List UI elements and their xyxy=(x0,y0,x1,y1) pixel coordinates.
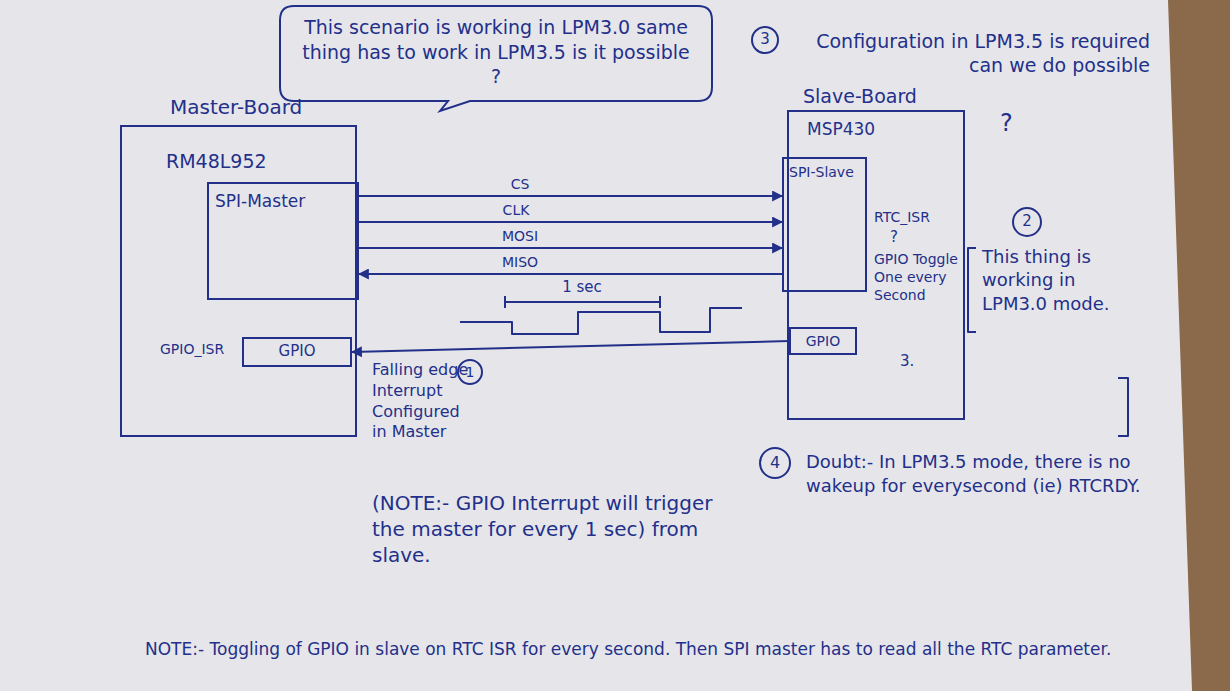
block-label: GPIO xyxy=(806,332,840,350)
signal-line xyxy=(359,221,782,223)
signal-name: MOSI xyxy=(502,227,538,245)
callout-circle xyxy=(1013,208,1041,236)
note-text: NOTE:- Toggling of GPIO in slave on RTC … xyxy=(145,638,1160,660)
gpio-block: GPIO xyxy=(242,337,352,367)
isr-label: GPIO_ISR xyxy=(160,340,224,358)
bracket xyxy=(1118,378,1128,436)
block-label: This scenario is working in LPM3.0 same … xyxy=(296,15,696,89)
note-text: GPIO Toggle One every Second xyxy=(874,250,958,305)
bracket xyxy=(968,248,976,332)
signal-line xyxy=(352,341,789,352)
dimension-label: 1 sec xyxy=(562,278,602,298)
block-label: SPI-Master xyxy=(215,190,305,212)
gpio-block: GPIO xyxy=(789,327,857,355)
master-board: SPI-MasterGPIOMaster-BoardRM48L952 xyxy=(120,125,357,437)
note-text: Falling edge Interrupt Configured in Mas… xyxy=(372,360,477,443)
signal-line xyxy=(359,247,782,249)
note-text: Doubt:- In LPM3.5 mode, there is no wake… xyxy=(806,450,1151,499)
callout-number: 4 xyxy=(770,453,780,474)
signal-name: CS xyxy=(511,175,530,193)
dimension-line xyxy=(505,296,660,308)
callout-number: 3. xyxy=(900,352,914,372)
callout-number: 2 xyxy=(1022,212,1032,232)
question-mark: ? xyxy=(890,228,898,248)
spi-master-block: SPI-Master xyxy=(207,182,359,300)
callout-number: 1 xyxy=(466,363,475,381)
note-text: (NOTE:- GPIO Interrupt will trigger the … xyxy=(372,490,727,568)
board-heading: Slave-Board xyxy=(803,84,917,109)
gpio-waveform xyxy=(460,308,742,334)
isr-label: RTC_ISR xyxy=(874,208,930,226)
callout-circle xyxy=(752,27,778,53)
block-label: RM48L952 xyxy=(166,149,267,174)
question-mark: ? xyxy=(1000,108,1013,139)
signal-name: CLK xyxy=(503,201,530,219)
callout-number: 3 xyxy=(760,30,770,50)
spi-slave-block: SPI-Slave xyxy=(782,157,867,292)
table-edge xyxy=(1168,0,1230,691)
block-label: GPIO xyxy=(279,342,316,362)
signal-name: MISO xyxy=(502,253,538,271)
signal-line xyxy=(359,195,782,197)
callout-circle xyxy=(760,448,790,478)
note-text: Configuration in LPM3.5 is required can … xyxy=(790,30,1150,78)
board-heading: Master-Board xyxy=(170,94,302,120)
callout-bubble: This scenario is working in LPM3.0 same … xyxy=(280,6,712,101)
block-label: MSP430 xyxy=(807,118,875,140)
note-text: This thing is working in LPM3.0 mode. xyxy=(982,245,1117,315)
block-label: SPI-Slave xyxy=(789,163,854,181)
signal-line xyxy=(359,273,782,275)
bubble-outline xyxy=(280,6,712,111)
